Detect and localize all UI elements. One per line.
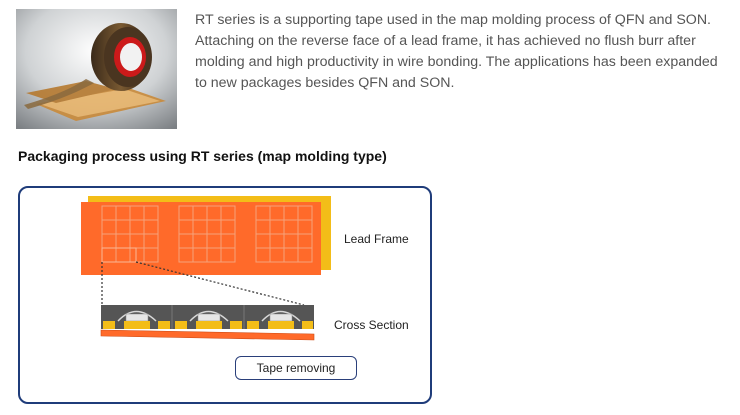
frame-grid-middle — [178, 205, 236, 263]
die-3 — [269, 313, 293, 322]
section-heading: Packaging process using RT series (map m… — [18, 148, 387, 164]
peeling-tape — [100, 329, 315, 341]
lead-pads — [103, 321, 313, 329]
die-1 — [125, 313, 149, 322]
tape-roll-photo-icon — [16, 9, 177, 129]
die-2 — [197, 313, 221, 322]
tape-layer — [81, 202, 321, 275]
lead-frame-label: Lead Frame — [344, 232, 409, 246]
frame-highlight — [101, 247, 137, 263]
projection-line-right — [135, 261, 305, 306]
cross-section-label: Cross Section — [334, 318, 409, 332]
intro-text: RT series is a supporting tape used in t… — [195, 12, 718, 91]
product-photo — [16, 9, 177, 129]
tape-removing-button[interactable]: Tape removing — [235, 356, 357, 380]
frame-grid-right — [255, 205, 313, 263]
wire-bonds — [117, 310, 301, 322]
diagram-frame — [18, 186, 432, 404]
